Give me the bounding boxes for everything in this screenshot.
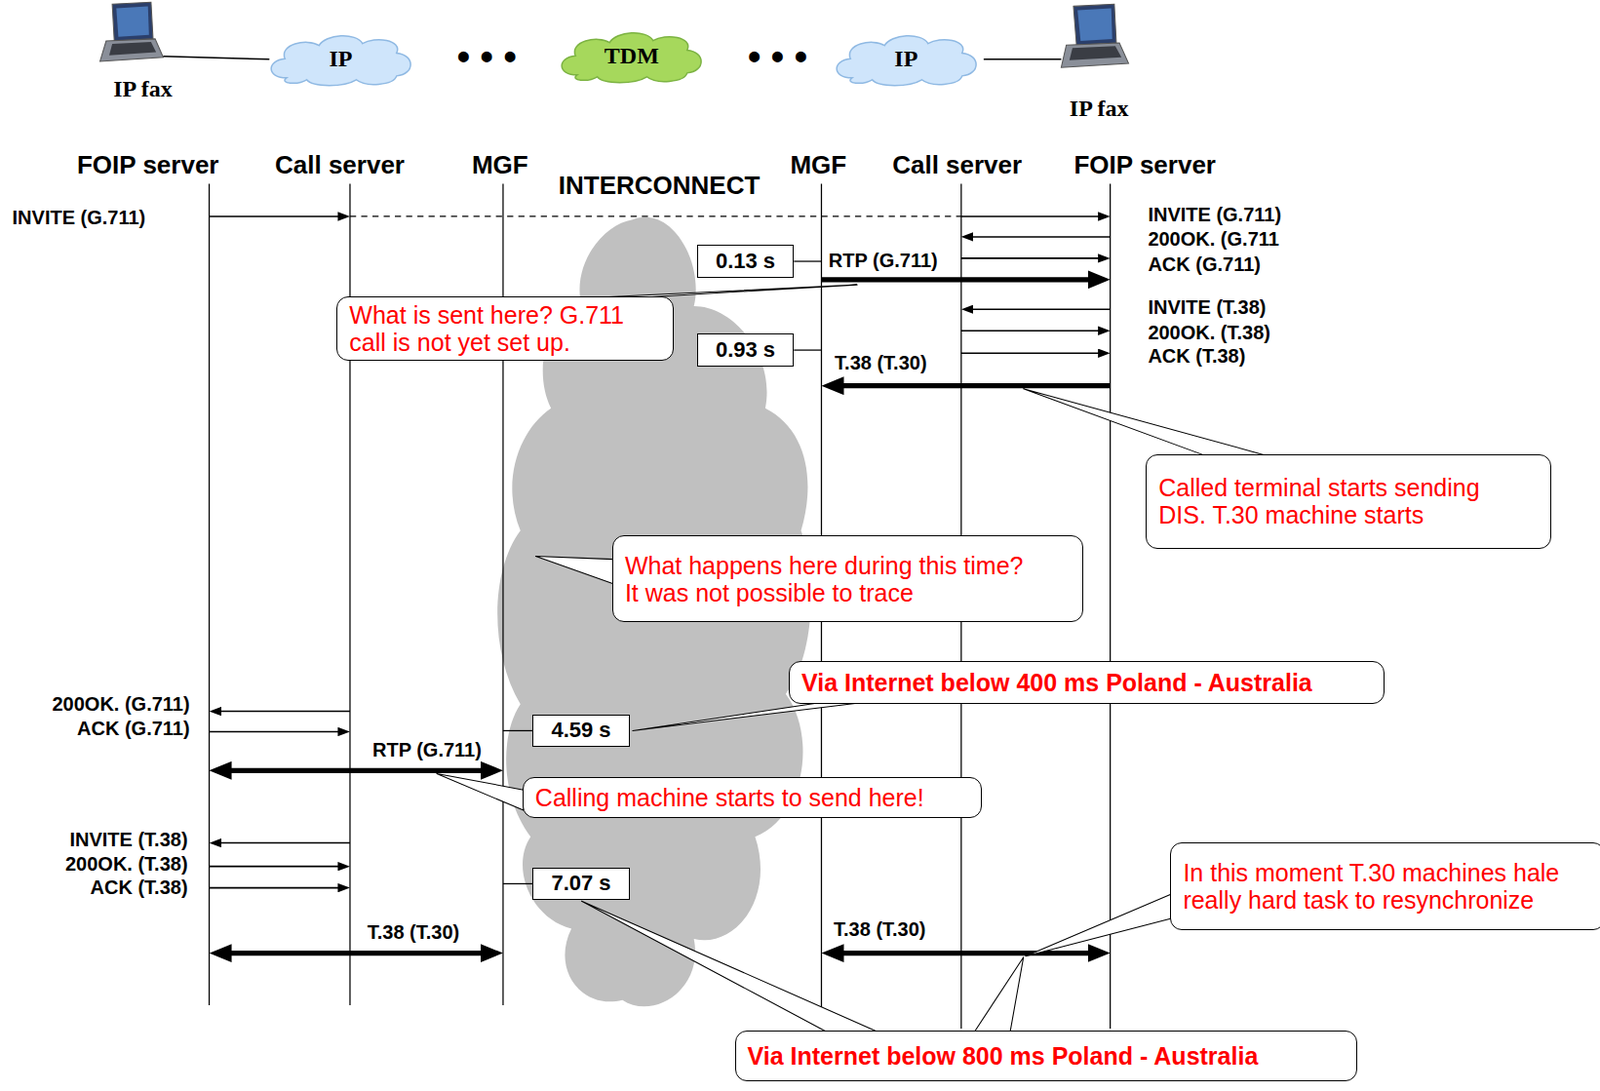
message-label: 200OK. (G.711) [51, 693, 190, 716]
note-callout: What happens here during this time? It w… [612, 535, 1085, 623]
laptop-icon [1060, 3, 1129, 68]
note-callout: In this moment T.30 machines hale really… [1170, 842, 1600, 931]
message-label: RTP (G.711) [372, 739, 482, 762]
message-label: ACK (G.711) [77, 717, 191, 741]
delay-value: 7.07 s [550, 870, 611, 897]
message-label: T.38 (T.30) [367, 921, 460, 944]
note-callout: Called terminal starts sending DIS. T.30… [1145, 454, 1551, 549]
cloud-label: TDM [604, 42, 660, 70]
column-header: Call server [892, 150, 1022, 181]
note-callout: Via Internet below 800 ms Poland - Austr… [735, 1030, 1358, 1082]
ellipsis-mark: • • • [457, 38, 517, 76]
note-callout: What is sent here? G.711 call is not yet… [336, 296, 673, 361]
message-label: ACK (T.38) [90, 876, 189, 899]
delay-box: 7.07 s [532, 867, 629, 900]
column-header: INTERCONNECT [558, 170, 761, 201]
delay-value: 4.59 s [550, 717, 611, 743]
device-label: IP fax [113, 76, 173, 103]
column-header: Call server [274, 150, 405, 181]
column-header: FOIP server [1073, 150, 1216, 181]
media-arrow [217, 279, 1111, 954]
message-label: T.38 (T.30) [834, 351, 927, 375]
delay-box: 0.93 s [697, 333, 794, 366]
network-cloud: TDM [553, 27, 709, 85]
delay-box: 0.13 s [697, 244, 794, 277]
message-label: ACK (T.38) [1147, 345, 1246, 368]
device-label: IP fax [1069, 95, 1130, 122]
message-label: ACK (G.711) [1147, 253, 1261, 276]
message-label: 200OK. (G.711 [1147, 228, 1280, 251]
note-callout: Calling machine starts to send here! [522, 777, 982, 819]
message-label: INVITE (G.711) [12, 206, 147, 230]
column-header: MGF [471, 150, 529, 181]
cloud-outline [271, 36, 411, 86]
cloud-outline [836, 36, 976, 86]
column-header: FOIP server [77, 150, 220, 181]
access-link [983, 58, 1062, 61]
cloud-label: IP [894, 45, 918, 73]
message-label: INVITE (G.711) [1147, 203, 1282, 227]
callout-text: Via Internet below 800 ms Poland - Austr… [747, 1042, 1259, 1070]
delay-box: 4.59 s [532, 714, 629, 747]
cloud-label: IP [329, 45, 353, 73]
lifeline [209, 183, 1111, 1029]
column-header: MGF [789, 150, 847, 181]
network-cloud: IP [828, 30, 984, 88]
callout-text: Calling machine starts to send here! [535, 783, 925, 812]
access-link [162, 56, 270, 60]
message-label: T.38 (T.30) [833, 918, 926, 941]
callout-text: Called terminal starts sending DIS. T.30… [1158, 473, 1505, 529]
signal-arrow [209, 216, 1111, 889]
message-label: 200OK. (T.38) [1147, 321, 1271, 345]
network-cloud: IP [263, 30, 419, 88]
message-label: 200OK. (T.38) [65, 853, 189, 876]
delay-value: 0.93 s [715, 337, 776, 363]
laptop-icon [100, 1, 164, 62]
callout-text: What is sent here? G.711 call is not yet… [349, 301, 647, 356]
callout-text: What happens here during this time? It w… [624, 551, 1033, 607]
callout-text: In this moment T.30 machines hale really… [1182, 858, 1593, 914]
callout-tail [436, 284, 1266, 1032]
message-label: RTP (G.711) [828, 249, 938, 273]
note-callout: Via Internet below 400 ms Poland - Austr… [788, 661, 1385, 704]
callout-text: Via Internet below 400 ms Poland - Austr… [801, 668, 1313, 697]
ellipsis-mark: • • • [747, 38, 808, 76]
message-label: INVITE (T.38) [69, 828, 188, 852]
cloud-outline [561, 33, 702, 83]
delay-value: 0.13 s [715, 248, 776, 274]
message-label: INVITE (T.38) [1147, 296, 1266, 319]
